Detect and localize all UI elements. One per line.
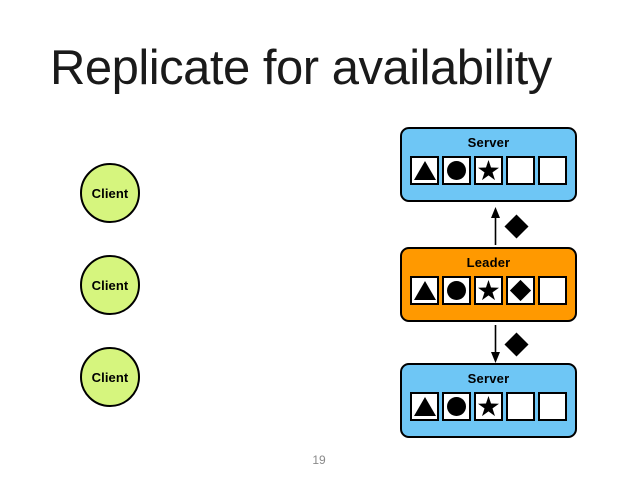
log-cell-0[interactable]: [410, 156, 439, 185]
log-cell-4[interactable]: [538, 276, 567, 305]
client-label: Client: [91, 369, 129, 385]
diamond-glyph: [509, 279, 532, 302]
circle-glyph: [447, 161, 466, 180]
client-label: Client: [91, 185, 129, 201]
log-row: [410, 156, 567, 185]
log-row: [410, 392, 567, 421]
log-cell-1[interactable]: [442, 156, 471, 185]
replication-arrow-up: [490, 207, 529, 245]
page-title: Replicate for availability: [50, 41, 552, 95]
triangle-glyph: [413, 281, 436, 300]
replication-arrow-down: [490, 325, 529, 363]
star-glyph: [478, 160, 499, 181]
client-node-2[interactable]: Client: [80, 255, 140, 315]
replica-title: Server: [467, 135, 510, 150]
star-glyph: [478, 396, 499, 417]
log-cell-1[interactable]: [442, 392, 471, 421]
log-cell-3[interactable]: [506, 392, 535, 421]
circle-glyph: [447, 397, 466, 416]
replica-box-server-bottom[interactable]: Server: [400, 363, 577, 438]
replica-title: Server: [467, 371, 510, 386]
star-glyph: [478, 280, 499, 301]
replica-box-leader[interactable]: Leader: [400, 247, 577, 322]
log-cell-2[interactable]: [474, 276, 503, 305]
log-cell-3[interactable]: [506, 156, 535, 185]
diamond-glyph-payload: [504, 331, 529, 357]
log-row: [410, 276, 567, 305]
client-label: Client: [91, 277, 129, 293]
client-node-1[interactable]: Client: [80, 163, 140, 223]
replica-title: Leader: [466, 255, 511, 270]
log-cell-1[interactable]: [442, 276, 471, 305]
log-cell-0[interactable]: [410, 392, 439, 421]
triangle-glyph: [413, 397, 436, 416]
log-cell-4[interactable]: [538, 156, 567, 185]
replica-box-server-top[interactable]: Server: [400, 127, 577, 202]
log-cell-4[interactable]: [538, 392, 567, 421]
arrow-up-icon: [491, 207, 500, 245]
log-cell-2[interactable]: [474, 392, 503, 421]
triangle-glyph: [413, 161, 436, 180]
log-cell-3[interactable]: [506, 276, 535, 305]
log-cell-0[interactable]: [410, 276, 439, 305]
arrow-down-icon: [491, 325, 500, 363]
diamond-glyph-payload: [504, 213, 529, 239]
circle-glyph: [447, 281, 466, 300]
log-cell-2[interactable]: [474, 156, 503, 185]
page-number: 19: [312, 453, 326, 467]
client-node-3[interactable]: Client: [80, 347, 140, 407]
